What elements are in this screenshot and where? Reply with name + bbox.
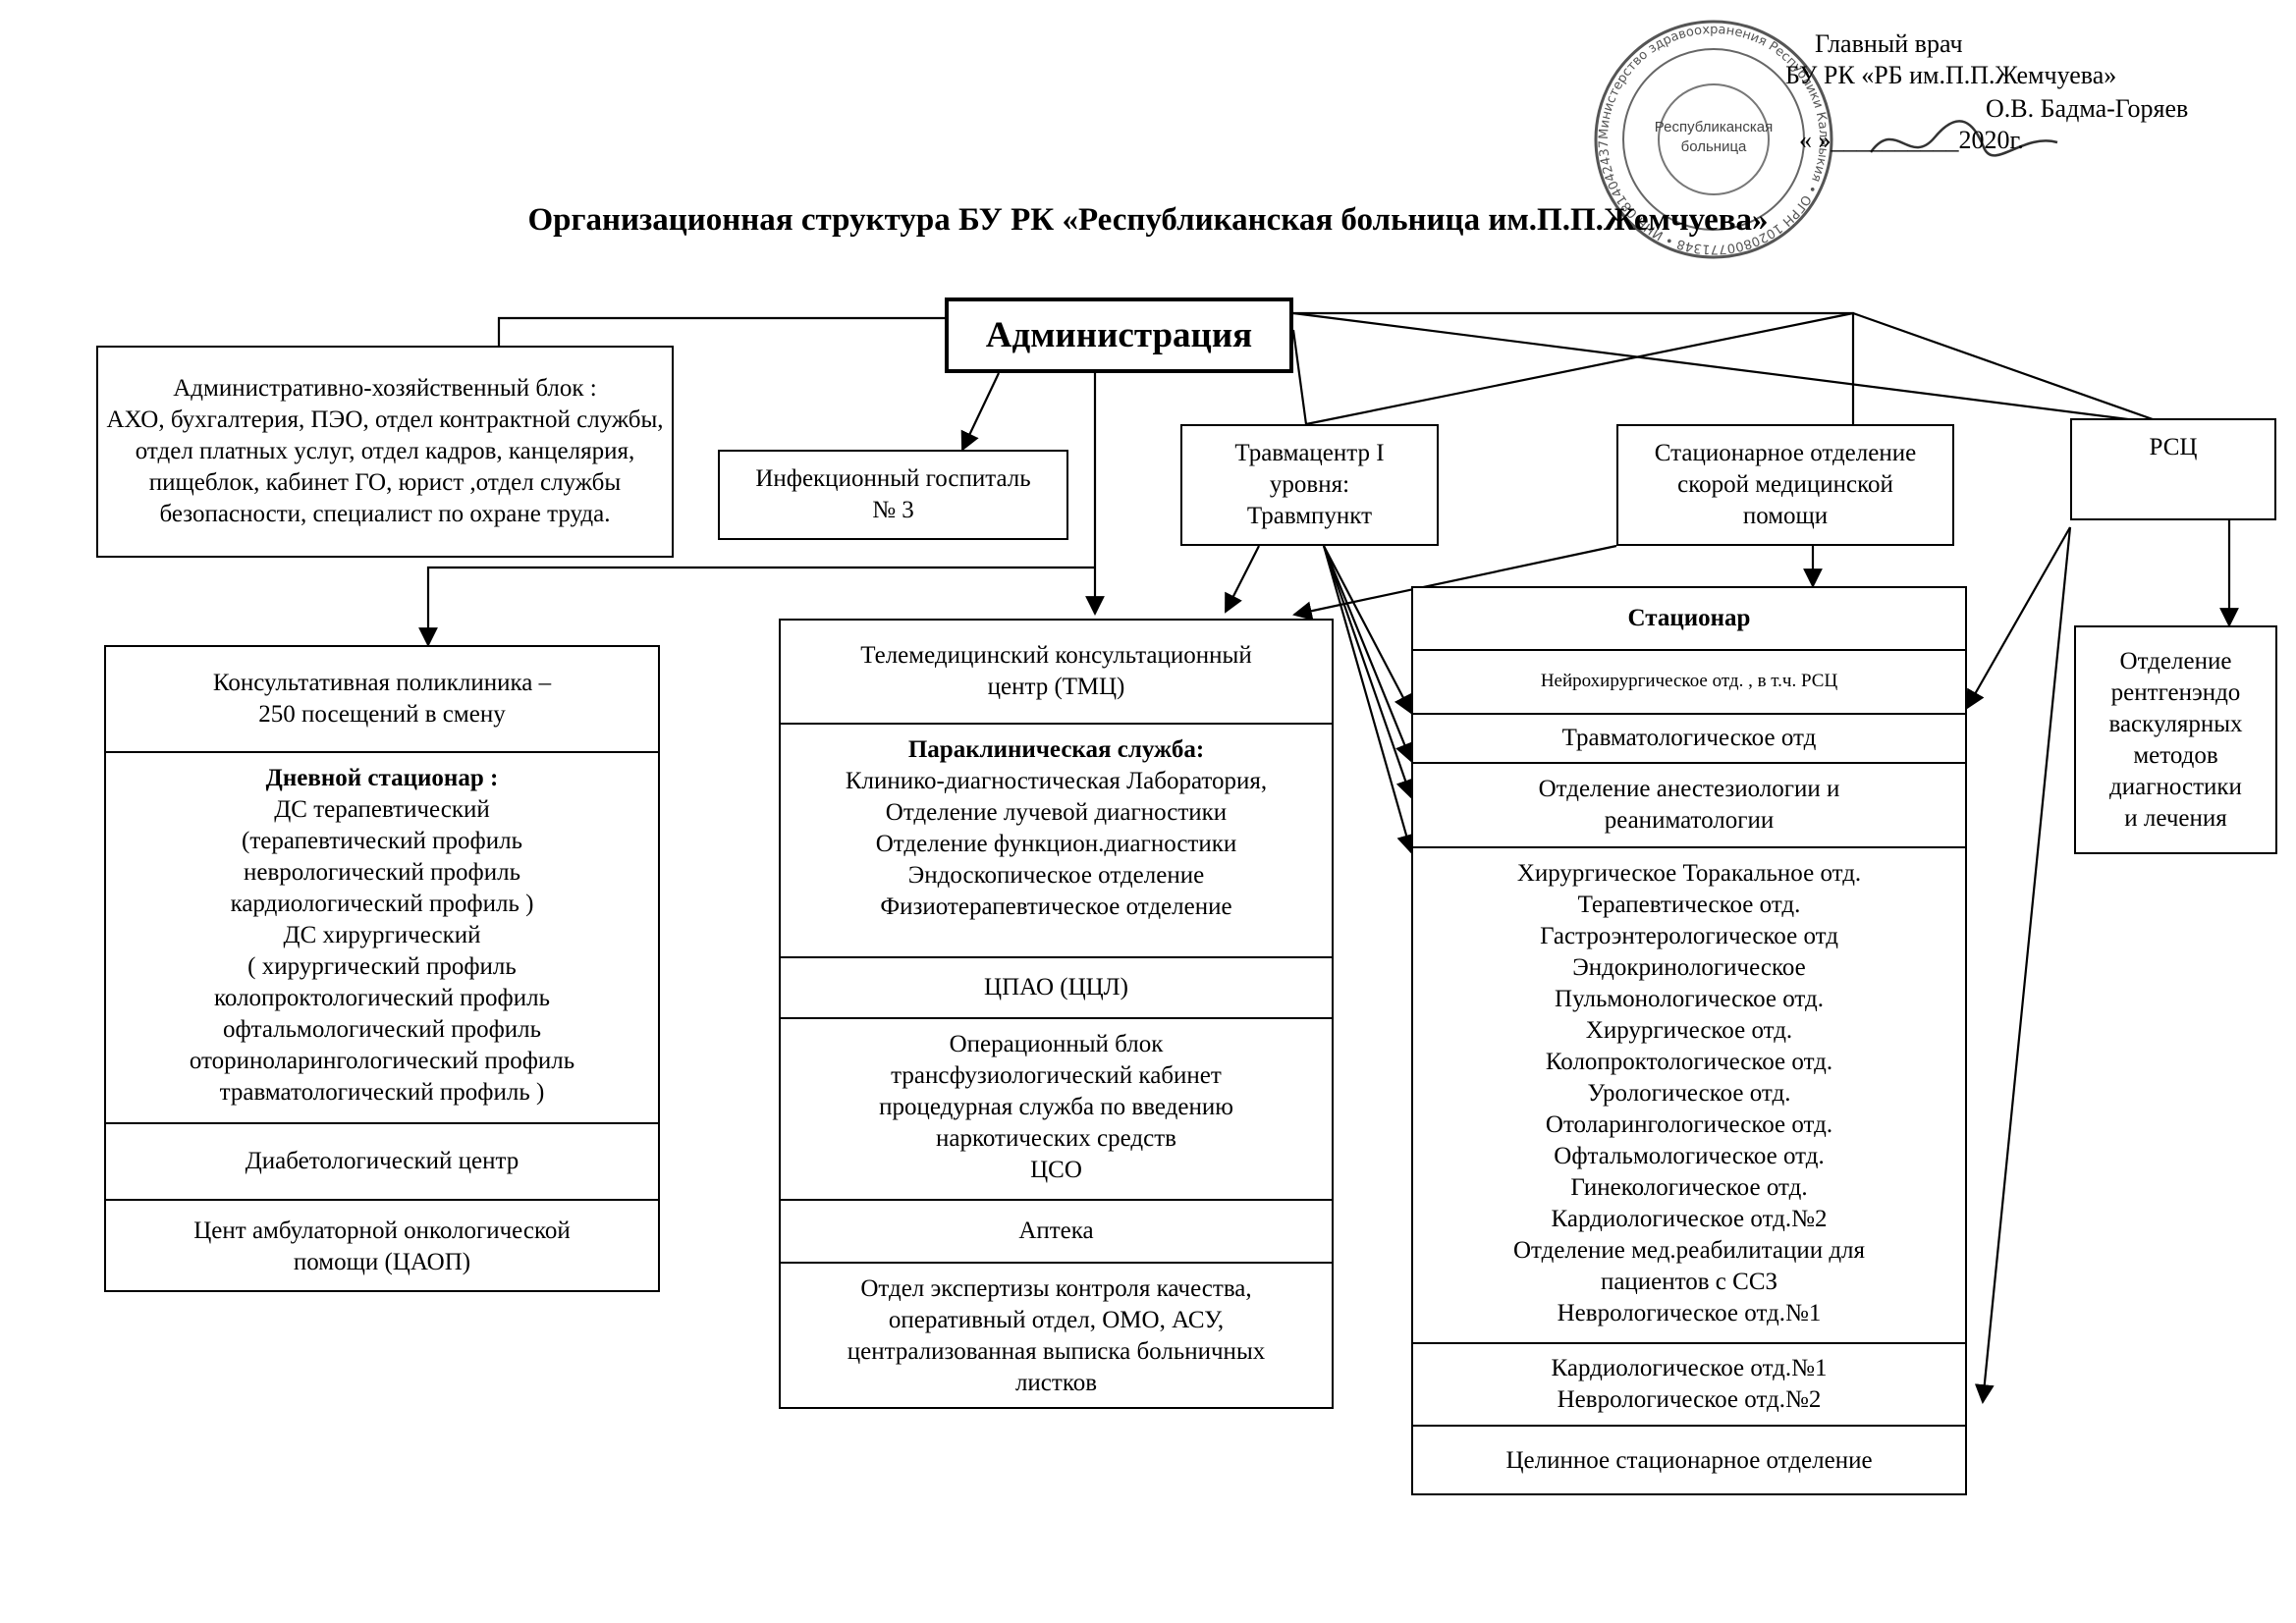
diabetes-center: Диабетологический центр: [106, 1122, 658, 1199]
chart-title: Организационная структура БУ РК «Республ…: [527, 202, 1769, 238]
polyclinic-header: Консультативная поликлиника – 250 посеще…: [212, 670, 552, 728]
line-trauma-depts: [1322, 545, 1416, 854]
polyclinic-stack: Консультативная поликлиника – 250 посеще…: [104, 645, 660, 1292]
line-rsc-cardio: [1974, 526, 2072, 1404]
cpao-section: ЦПАО (ЦЦЛ): [781, 956, 1332, 1017]
trauma-center-node: Травмацентр I уровня: Травмпункт: [1180, 424, 1439, 546]
line-trauma-rsc: [1305, 311, 1854, 426]
approval-organization: БУ РК «РБ им.П.П.Жемчуева»: [1785, 61, 2117, 89]
line-admin-trauma: [1291, 329, 1308, 425]
line-admin-rsc: [1292, 311, 2167, 426]
administration-node: Администрация: [945, 298, 1293, 373]
paraclinical-section: Параклиническая служба: Клинико-диагност…: [781, 723, 1332, 956]
line-admin-aho: [497, 316, 945, 346]
line-trauma-traumadept: [1322, 545, 1414, 763]
approval-signatory: О.В. Бадма-Горяев: [1986, 94, 2189, 123]
traumatology-dept: Травматологическое отд: [1413, 713, 1965, 762]
line-rsc-neuro: [1966, 526, 2071, 710]
anesthesiology-dept: Отделение анестезиологии и реаниматологи…: [1413, 762, 1965, 846]
endovascular-node: Отделение рентгенэндо васкулярных методо…: [2074, 625, 2277, 854]
emergency-inpatient-node: Стационарное отделение скорой медицинско…: [1616, 424, 1954, 546]
line-admin-polyclinic: [418, 566, 1095, 647]
day-hospital-title: Дневной стационар :: [265, 765, 499, 791]
line-trauma-anest: [1322, 545, 1415, 799]
line-trauma-neuro: [1323, 545, 1412, 715]
paraclinical-body: Клинико-диагностическая Лаборатория, Отд…: [845, 768, 1268, 920]
pharmacy-section: Аптека: [781, 1199, 1332, 1262]
tselinny-dept: Целинное стационарное отделение: [1413, 1425, 1965, 1495]
clinical-departments: Хирургическое Торакальное отд. Терапевти…: [1413, 846, 1965, 1342]
oncology-center: Цент амбулаторной онкологической помощи …: [106, 1199, 658, 1292]
approval-title: Главный врач: [1815, 29, 1963, 58]
operating-block-section: Операционный блок трансфузиологический к…: [781, 1017, 1332, 1199]
svg-text:больница: больница: [1681, 138, 1747, 155]
telemedicine-header: Телемедицинский консультационный центр (…: [860, 642, 1252, 700]
cardio-neuro-depts: Кардиологическое отд.№1 Неврологическое …: [1413, 1342, 1965, 1425]
svg-text:Республиканская: Республиканская: [1655, 119, 1773, 135]
line-trauma-tmc: [1225, 545, 1260, 614]
quality-control-section: Отдел экспертизы контроля качества, опер…: [781, 1262, 1332, 1409]
signature: [1869, 120, 2058, 157]
neurosurgery-dept: Нейрохирургическое отд. , в т.ч. РСЦ: [1413, 649, 1965, 713]
approval-date: « »__________2020г.: [1799, 126, 2024, 154]
day-hospital-section: Дневной стационар : ДС терапевтический (…: [106, 751, 658, 1122]
line-admin-infect: [960, 372, 1000, 452]
line-admin-rsc-2: [1852, 311, 2167, 426]
official-seal: Министерство здравоохранения Республики …: [1594, 20, 1833, 259]
telemedicine-stack: Телемедицинский консультационный центр (…: [779, 619, 1334, 1409]
hospital-stack: Стационар Нейрохирургическое отд. , в т.…: [1411, 586, 1967, 1495]
day-hospital-body: ДС терапевтический (терапевтический проф…: [189, 796, 575, 1106]
infectious-hospital-node: Инфекционный госпиталь № 3: [718, 450, 1068, 540]
admin-economic-block-node: Административно-хозяйственный блок : АХО…: [96, 346, 674, 558]
rsc-node: РСЦ: [2070, 418, 2276, 520]
paraclinical-title: Параклиническая служба:: [907, 736, 1205, 763]
hospital-header: Стационар: [1627, 605, 1751, 631]
